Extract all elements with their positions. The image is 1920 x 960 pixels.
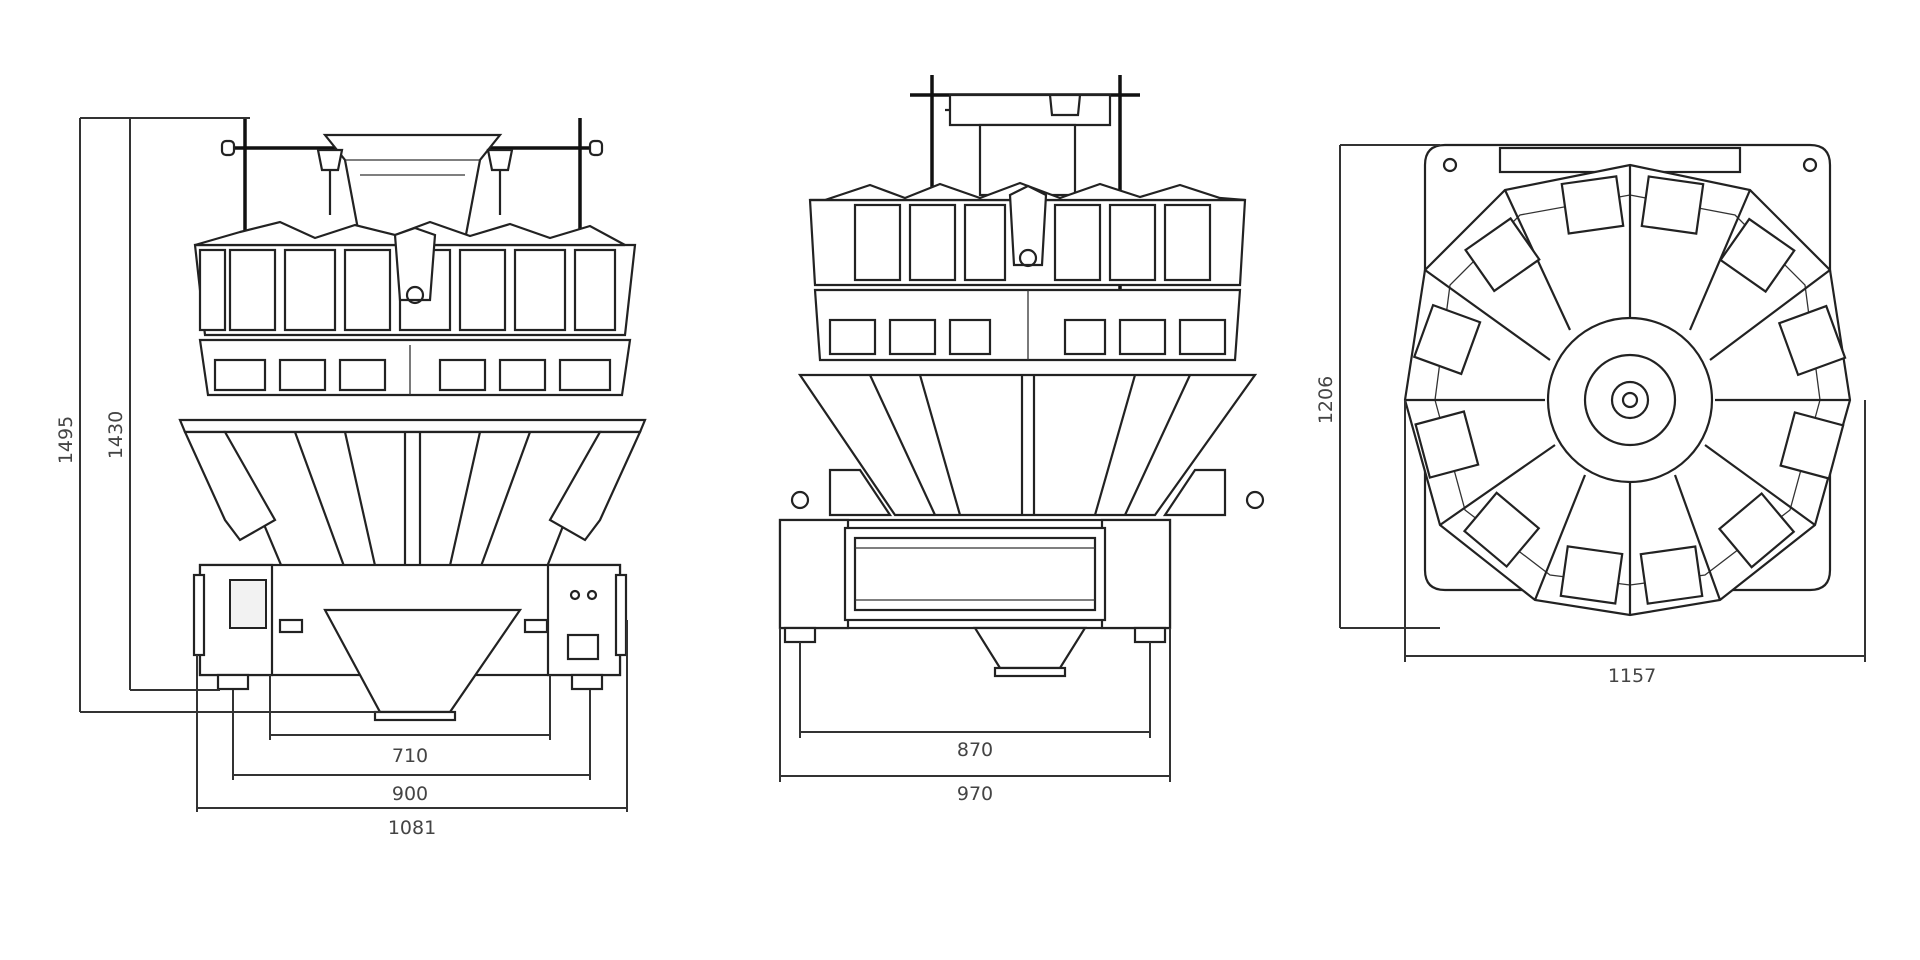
side-width-970-label: 970 [957,783,993,805]
front-height-total-label: 1495 [55,416,77,464]
side-view: 870 970 [778,75,1265,805]
front-width-710-label: 710 [392,745,428,767]
front-width-900-label: 900 [392,783,428,805]
front-height-inner-label: 1430 [105,411,127,459]
top-width-1157-label: 1157 [1608,665,1656,687]
front-view: 1495 1430 710 900 1081 [55,117,647,839]
top-view: 1206 1157 [1315,143,1866,687]
front-width-1081-label: 1081 [388,817,436,839]
side-width-870-label: 870 [957,739,993,761]
top-depth-1206-label: 1206 [1315,376,1337,424]
